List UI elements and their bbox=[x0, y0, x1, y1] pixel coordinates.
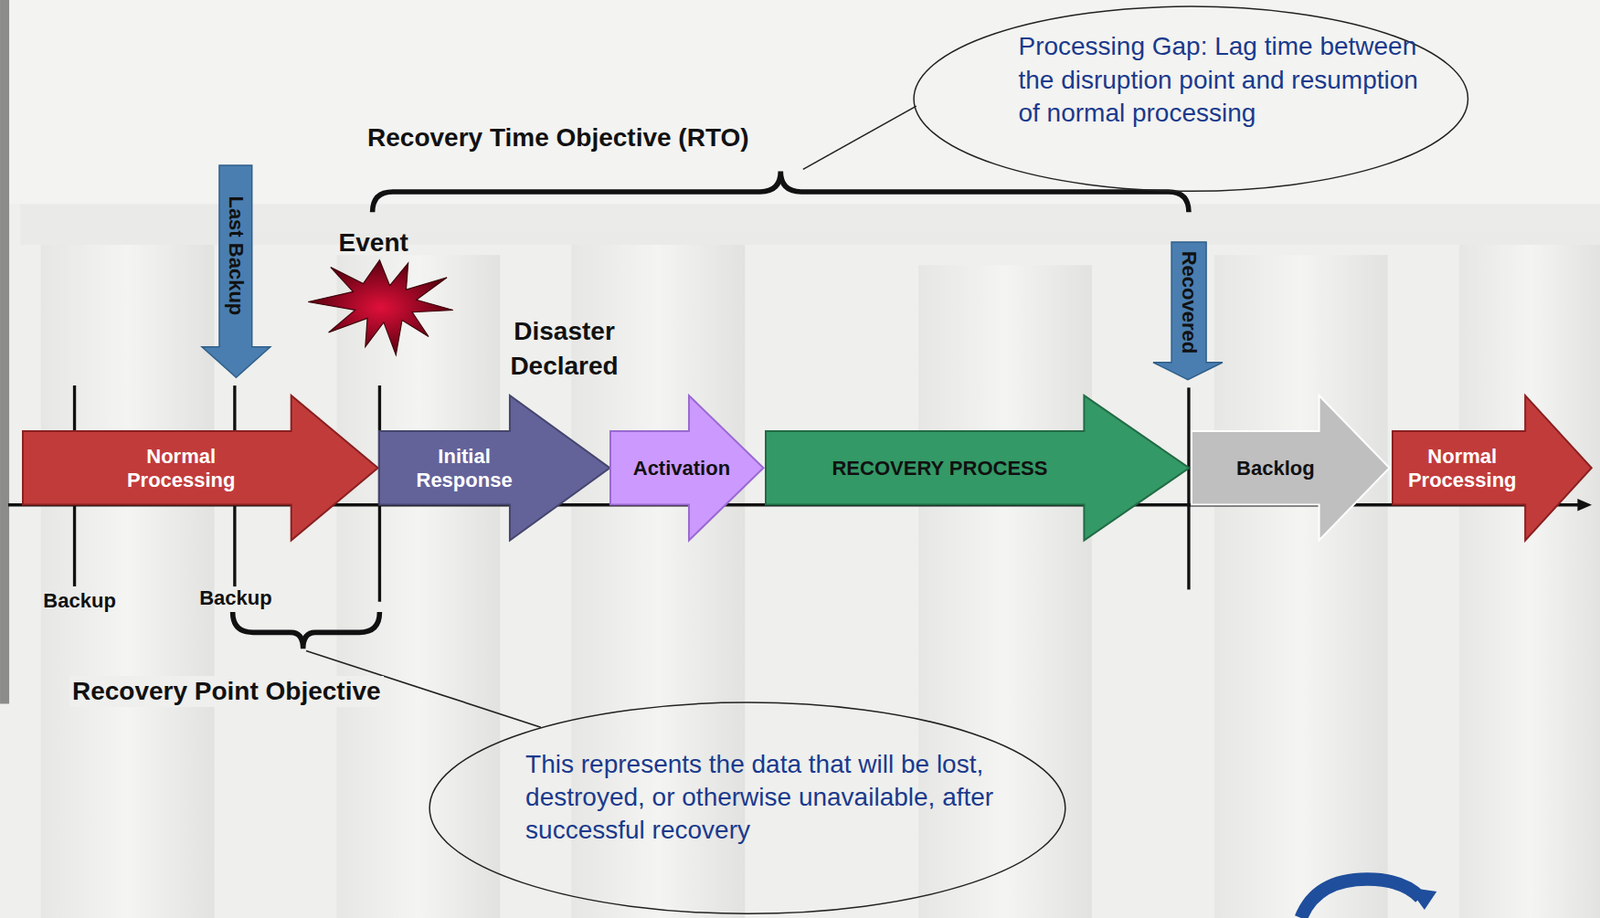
label-box: Backup bbox=[28, 589, 131, 614]
text-area: This represents the data that will be lo… bbox=[525, 748, 1006, 883]
text-area: Last Backup bbox=[219, 165, 253, 348]
node-text: Processing Gap: Lag time between the dis… bbox=[1017, 30, 1427, 130]
text-area: Processing Gap: Lag time between the dis… bbox=[1017, 30, 1427, 165]
marker-arrow: Recovered bbox=[1153, 242, 1223, 381]
node-text: Activation bbox=[615, 456, 747, 480]
phase-arrow: Activation bbox=[610, 395, 764, 541]
node-text: Recovered bbox=[1177, 242, 1200, 363]
event-label: Event bbox=[339, 227, 409, 259]
label-box: Recovery Point Objective bbox=[69, 676, 447, 708]
rpo-label: Recovery Point Objective bbox=[69, 676, 384, 708]
callout-ellipse: Processing Gap: Lag time between the dis… bbox=[912, 5, 1470, 192]
phase-arrow: Normal Processing bbox=[22, 395, 379, 541]
phase-arrow: Initial Response bbox=[379, 395, 610, 541]
text-area: Backlog bbox=[1204, 431, 1347, 505]
rto-label: Recovery Time Objective (RTO) bbox=[367, 122, 750, 154]
backup-label: Backup bbox=[42, 589, 116, 614]
callout-ellipse: This represents the data that will be lo… bbox=[428, 701, 1067, 915]
label-box: Recovery Time Objective (RTO) bbox=[367, 122, 827, 154]
phase-arrow: Normal Processing bbox=[1392, 395, 1592, 541]
node-text: Last Backup bbox=[224, 165, 247, 348]
node-text: Normal Processing bbox=[106, 445, 255, 492]
text-area: Normal Processing bbox=[1395, 431, 1530, 505]
node-text: This represents the data that will be lo… bbox=[525, 748, 1006, 848]
label-box: Event bbox=[322, 227, 425, 259]
phase-arrow: Backlog bbox=[1191, 395, 1390, 541]
text-area: Normal Processing bbox=[106, 431, 255, 505]
phase-arrow: RECOVERY PROCESS bbox=[765, 395, 1189, 541]
node-text: Initial Response bbox=[395, 445, 533, 492]
marker-arrow: Last Backup bbox=[201, 165, 271, 378]
node-text: Normal Processing bbox=[1395, 445, 1530, 492]
text-area: Initial Response bbox=[395, 431, 533, 505]
text-area: Recovered bbox=[1171, 242, 1207, 363]
text-area: RECOVERY PROCESS bbox=[780, 431, 1099, 505]
node-text: RECOVERY PROCESS bbox=[780, 456, 1099, 480]
label-box: Backup bbox=[184, 586, 287, 611]
text-area: Activation bbox=[615, 431, 747, 505]
milestone-label: Disaster Declared bbox=[487, 314, 642, 384]
label-box: Disaster Declared bbox=[487, 314, 642, 384]
backup-label: Backup bbox=[199, 586, 272, 611]
node-text: Backlog bbox=[1204, 456, 1347, 480]
